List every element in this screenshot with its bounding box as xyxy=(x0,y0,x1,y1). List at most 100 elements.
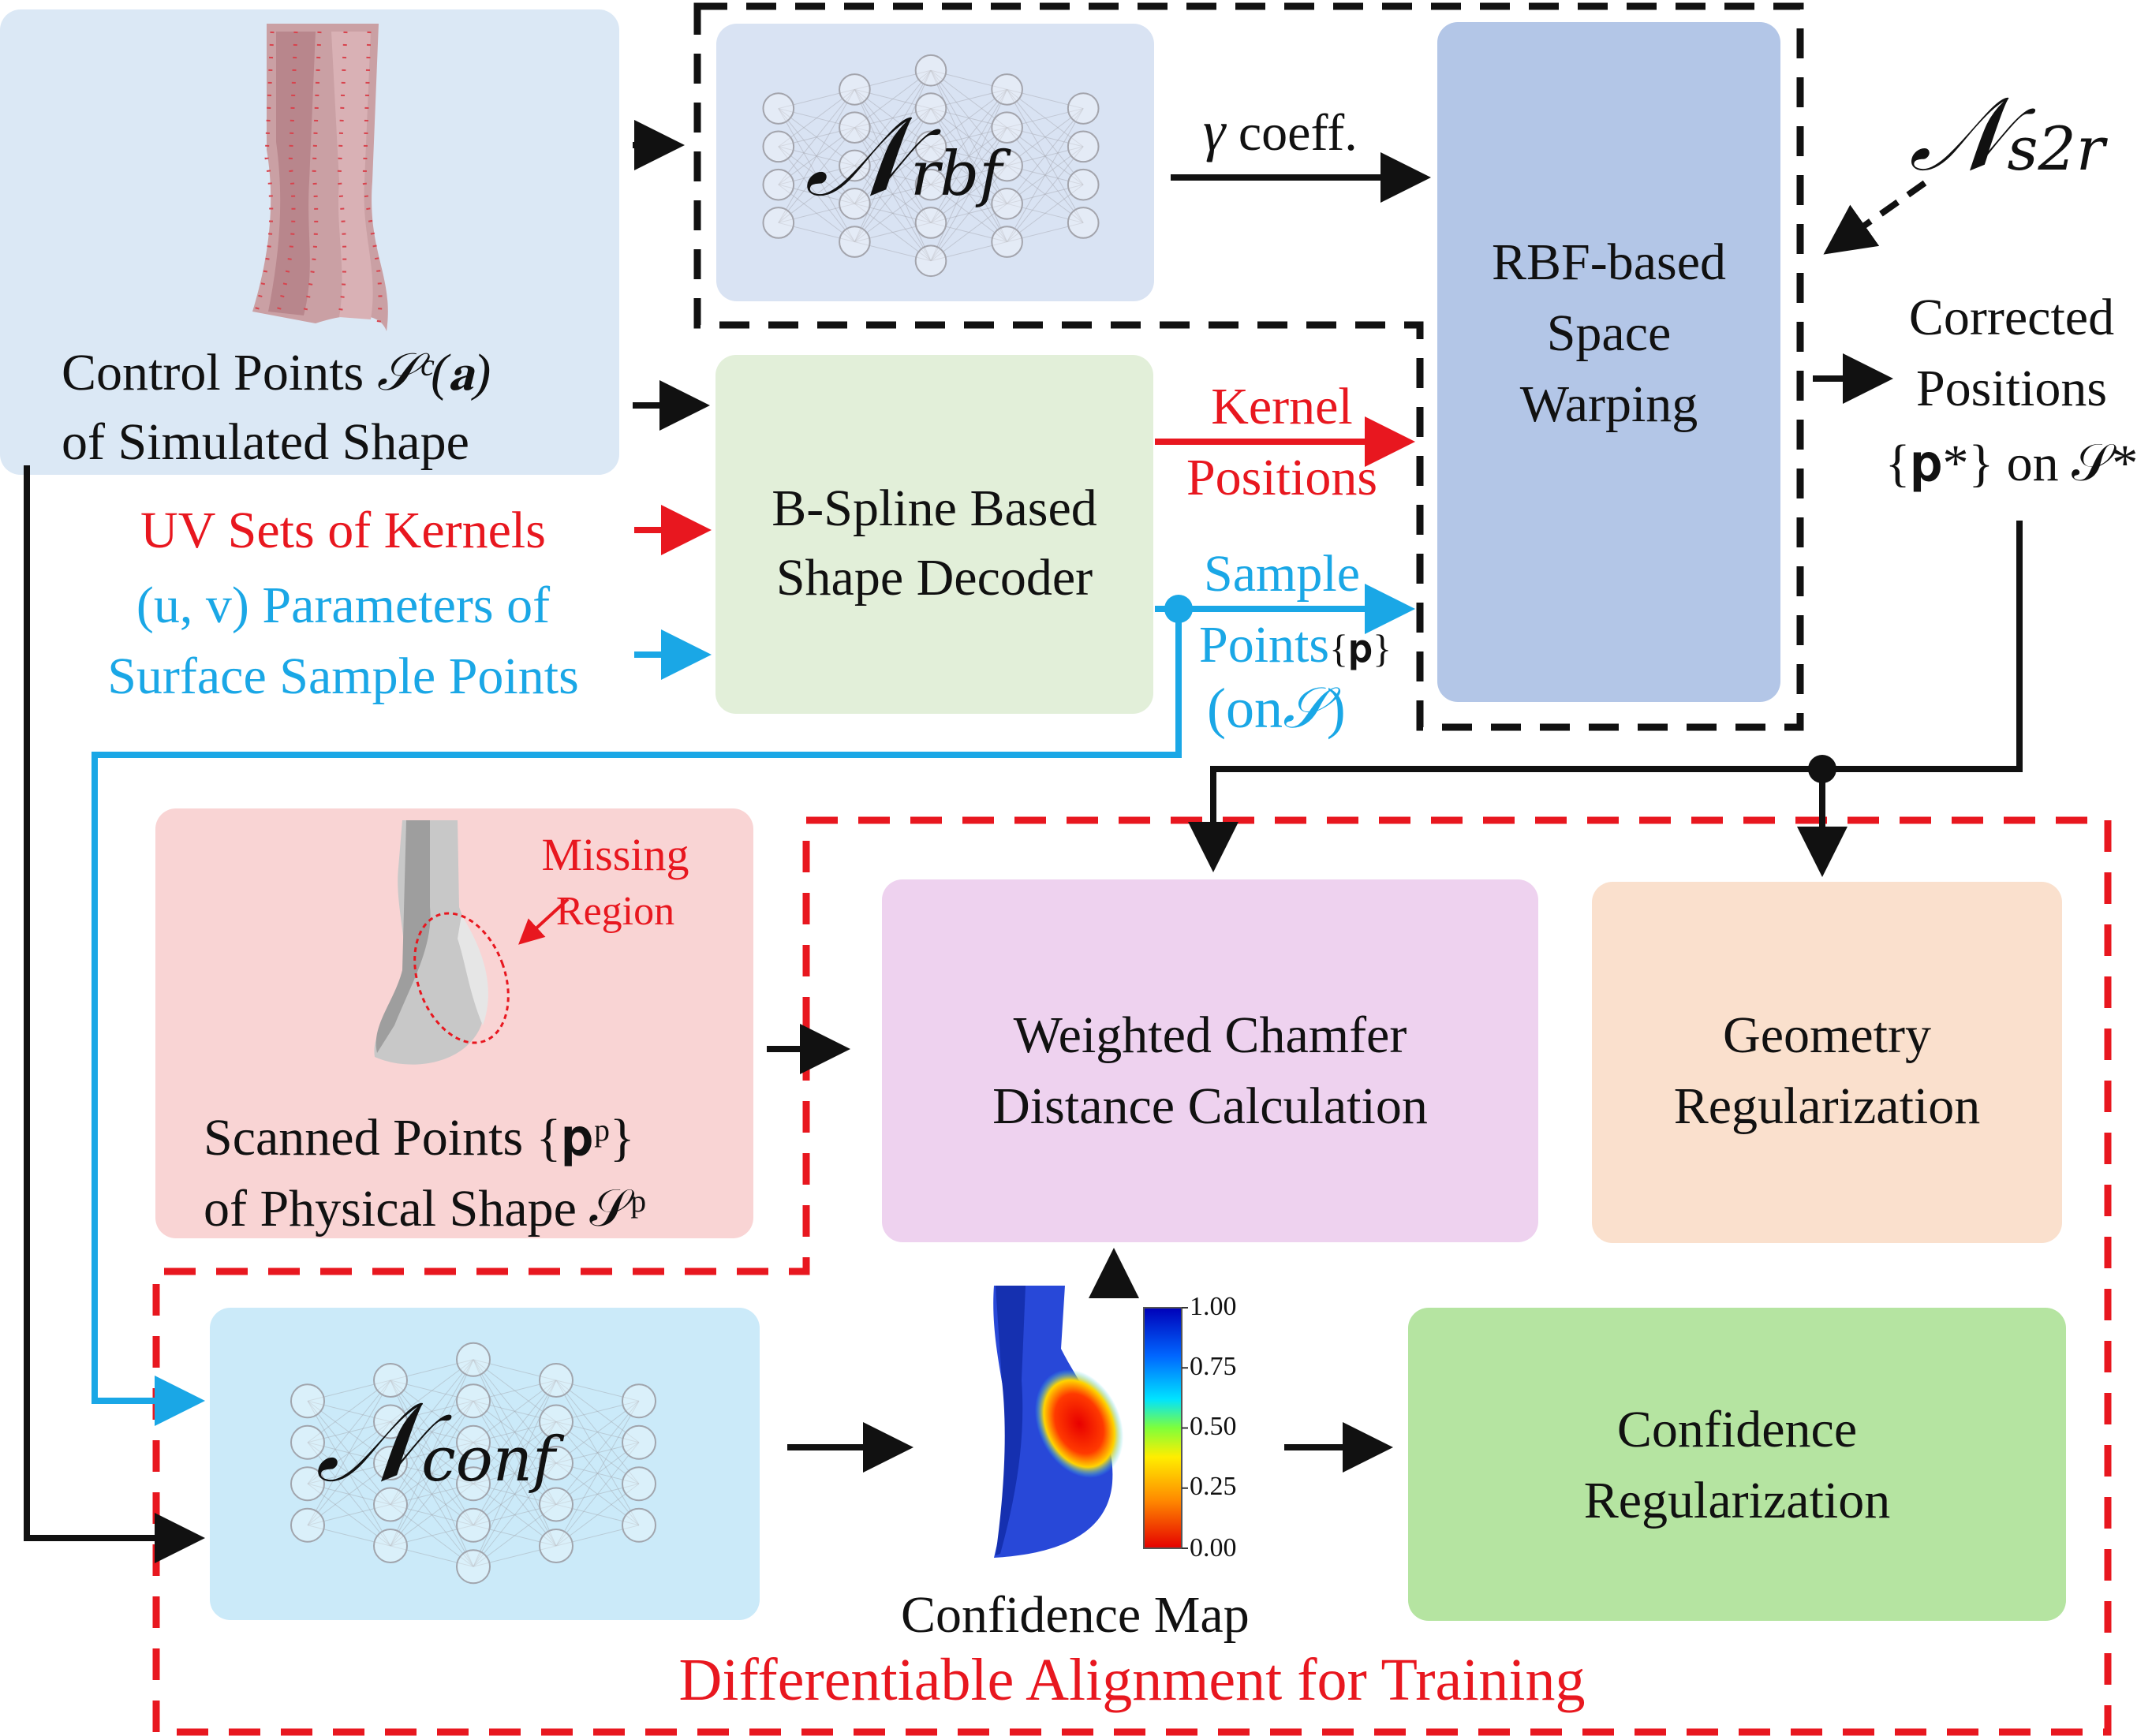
nconf-symbol: 𝒩conf xyxy=(316,1379,555,1507)
network-edge xyxy=(930,108,1007,129)
network-edge xyxy=(390,1483,474,1505)
network-edge xyxy=(778,222,855,243)
kernel-label-2: Positions xyxy=(1186,449,1378,506)
network-edge xyxy=(390,1545,474,1567)
network-edge xyxy=(555,1462,640,1484)
nconf-network-box xyxy=(210,1308,760,1620)
rbf-label-2: Space xyxy=(1546,304,1672,362)
network-edge xyxy=(307,1400,391,1422)
network-edge xyxy=(930,127,1007,147)
kernel-label-1: Kernel xyxy=(1211,378,1353,435)
training-footer-label: Differentiable Alignment for Training xyxy=(678,1647,1586,1713)
network-edge xyxy=(555,1401,640,1547)
network-edge xyxy=(778,88,855,110)
network-edge xyxy=(854,203,932,223)
network-edge xyxy=(473,1359,557,1505)
network-edge xyxy=(778,127,855,223)
network-edge xyxy=(1007,146,1084,242)
network-edge xyxy=(1007,108,1084,129)
network-edge xyxy=(778,127,855,147)
network-node xyxy=(762,130,795,163)
network-node xyxy=(762,92,795,125)
network-node xyxy=(839,73,871,106)
network-edge xyxy=(930,108,1008,242)
chamfer-label-2: Distance Calculation xyxy=(992,1077,1428,1135)
nrbf-symbol: 𝒩rbf xyxy=(805,93,1003,222)
network-edge xyxy=(307,1442,391,1547)
nrbf-subscript: rbf xyxy=(910,139,1003,210)
network-edge xyxy=(390,1359,474,1381)
scanned-label-1: Scanned Points {𝐩ᵖ} xyxy=(204,1109,635,1167)
network-edge xyxy=(778,108,855,204)
network-edge xyxy=(778,146,855,166)
network-node xyxy=(456,1383,491,1419)
network-edge xyxy=(390,1462,474,1484)
network-edge xyxy=(555,1400,640,1422)
colorbar-tick-2: 0.50 xyxy=(1190,1412,1237,1441)
network-edge xyxy=(307,1379,391,1525)
geometry-regularization-box xyxy=(1592,882,2062,1243)
network-edge xyxy=(930,184,1007,204)
colorbar-tick-4: 0.00 xyxy=(1190,1533,1237,1562)
network-edge xyxy=(390,1379,474,1525)
rbf-warping-box xyxy=(1437,22,1780,702)
network-node xyxy=(456,1466,491,1502)
network-edge xyxy=(1007,88,1084,110)
network-edge xyxy=(390,1359,474,1464)
network-node xyxy=(839,111,871,144)
control-points-label: Control Points 𝒮ᶜ(𝐚) xyxy=(62,347,491,399)
colorbar-ticks xyxy=(1182,1307,1188,1549)
network-edge xyxy=(930,89,1008,223)
network-node xyxy=(290,1424,325,1460)
network-edge xyxy=(307,1462,391,1484)
network-edge xyxy=(1007,108,1084,204)
network-edge xyxy=(1007,127,1084,147)
corrected-label-2: Positions xyxy=(1915,360,2108,417)
network-node xyxy=(1067,130,1100,163)
network-edge xyxy=(1007,89,1084,185)
network-edge xyxy=(473,1379,557,1484)
simulated-shape-label: of Simulated Shape xyxy=(62,413,469,471)
network-edge xyxy=(473,1483,557,1505)
rbf-label-1: RBF-based xyxy=(1492,233,1726,291)
network-edge xyxy=(555,1442,640,1464)
network-node xyxy=(839,149,871,182)
network-edge xyxy=(778,108,855,242)
network-edge xyxy=(930,203,1007,223)
bspline-decoder-box xyxy=(715,355,1153,714)
network-edge xyxy=(930,146,1007,166)
network-edge xyxy=(473,1400,557,1505)
network-node xyxy=(456,1507,491,1543)
sample-on-label: (on𝒮) xyxy=(1207,677,1346,740)
network-edge xyxy=(307,1400,391,1505)
network-edge xyxy=(1007,146,1084,166)
network-node xyxy=(539,1363,573,1398)
network-edge xyxy=(390,1442,474,1464)
network-edge xyxy=(930,146,1007,242)
decoder-label-2: Shape Decoder xyxy=(775,549,1093,607)
network-edge xyxy=(778,203,855,223)
scanned-label-2: of Physical Shape 𝒮ᵖ xyxy=(204,1180,647,1238)
network-edge xyxy=(778,165,855,185)
network-edge xyxy=(390,1379,474,1484)
network-edge xyxy=(307,1442,391,1464)
network-node xyxy=(762,207,795,239)
geometry-label-2: Regularization xyxy=(1673,1077,1981,1135)
network-edge xyxy=(854,70,932,204)
network-edge xyxy=(930,70,1008,204)
network-edge xyxy=(473,1359,557,1464)
ns2r-symbol: 𝒩s2r xyxy=(1909,74,2105,194)
scanned-shape-illustration xyxy=(374,820,510,1065)
nconf-network-graphic xyxy=(290,1342,656,1585)
junction-dot-black xyxy=(1808,755,1836,783)
network-edge xyxy=(930,88,1007,110)
network-node xyxy=(539,1487,573,1522)
arrow-control-to-nconf xyxy=(24,465,205,1563)
network-node xyxy=(1067,168,1100,201)
network-node xyxy=(762,168,795,201)
network-edge xyxy=(555,1525,640,1547)
network-node xyxy=(456,1549,491,1585)
network-edge xyxy=(854,184,932,204)
network-edge xyxy=(854,165,932,262)
